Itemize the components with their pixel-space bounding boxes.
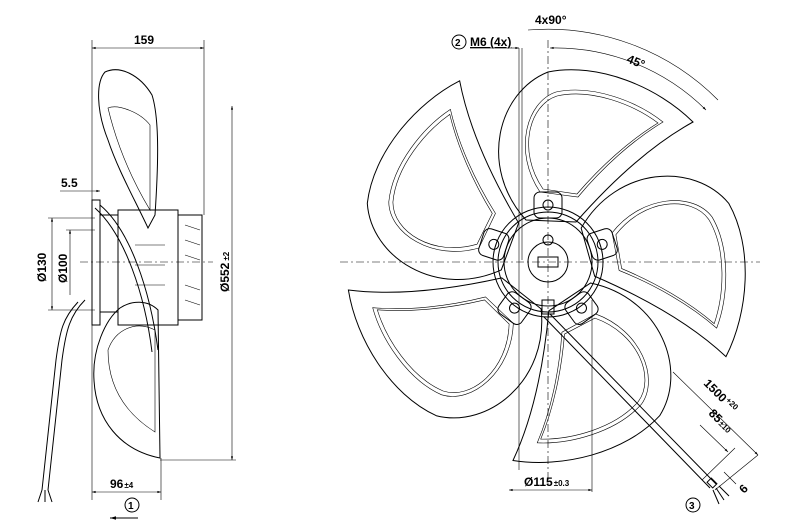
front-view: 4x90° 45° 2 M6 (4x) Ø115±0.3 1500+20 85±…: [317, 13, 777, 513]
cable-marker-label: 3: [689, 501, 695, 512]
dim-85: 85±10: [706, 406, 736, 436]
thread-label: M6 (4x): [470, 35, 511, 49]
thread-marker: [451, 34, 467, 50]
rotor: [177, 214, 203, 321]
side-blade-top: [98, 69, 159, 230]
dim-45: 45°: [625, 52, 647, 72]
dim-159: 159: [134, 33, 154, 47]
cable-marker: [685, 497, 701, 513]
dim-5-5: 5.5: [61, 176, 78, 190]
cable: [47, 299, 86, 491]
dim-100: Ø100: [56, 253, 70, 283]
side-blade-bottom: [93, 301, 161, 459]
dim-6: 6: [736, 481, 751, 496]
airflow-marker: [124, 497, 140, 513]
dim-115: Ø115±0.3: [524, 475, 570, 489]
dim-552: Ø552±2: [218, 251, 232, 292]
side-view: 159 5.5 Ø130 Ø100 Ø552±2 96±4 1: [35, 33, 236, 520]
mounting-plate: [91, 199, 101, 326]
thread-marker-label: 2: [455, 38, 461, 49]
airflow-marker-label: 1: [128, 501, 134, 512]
dim-96: 96±4: [110, 477, 134, 491]
dim-130: Ø130: [35, 252, 49, 282]
dim-4x90: 4x90°: [535, 13, 567, 27]
